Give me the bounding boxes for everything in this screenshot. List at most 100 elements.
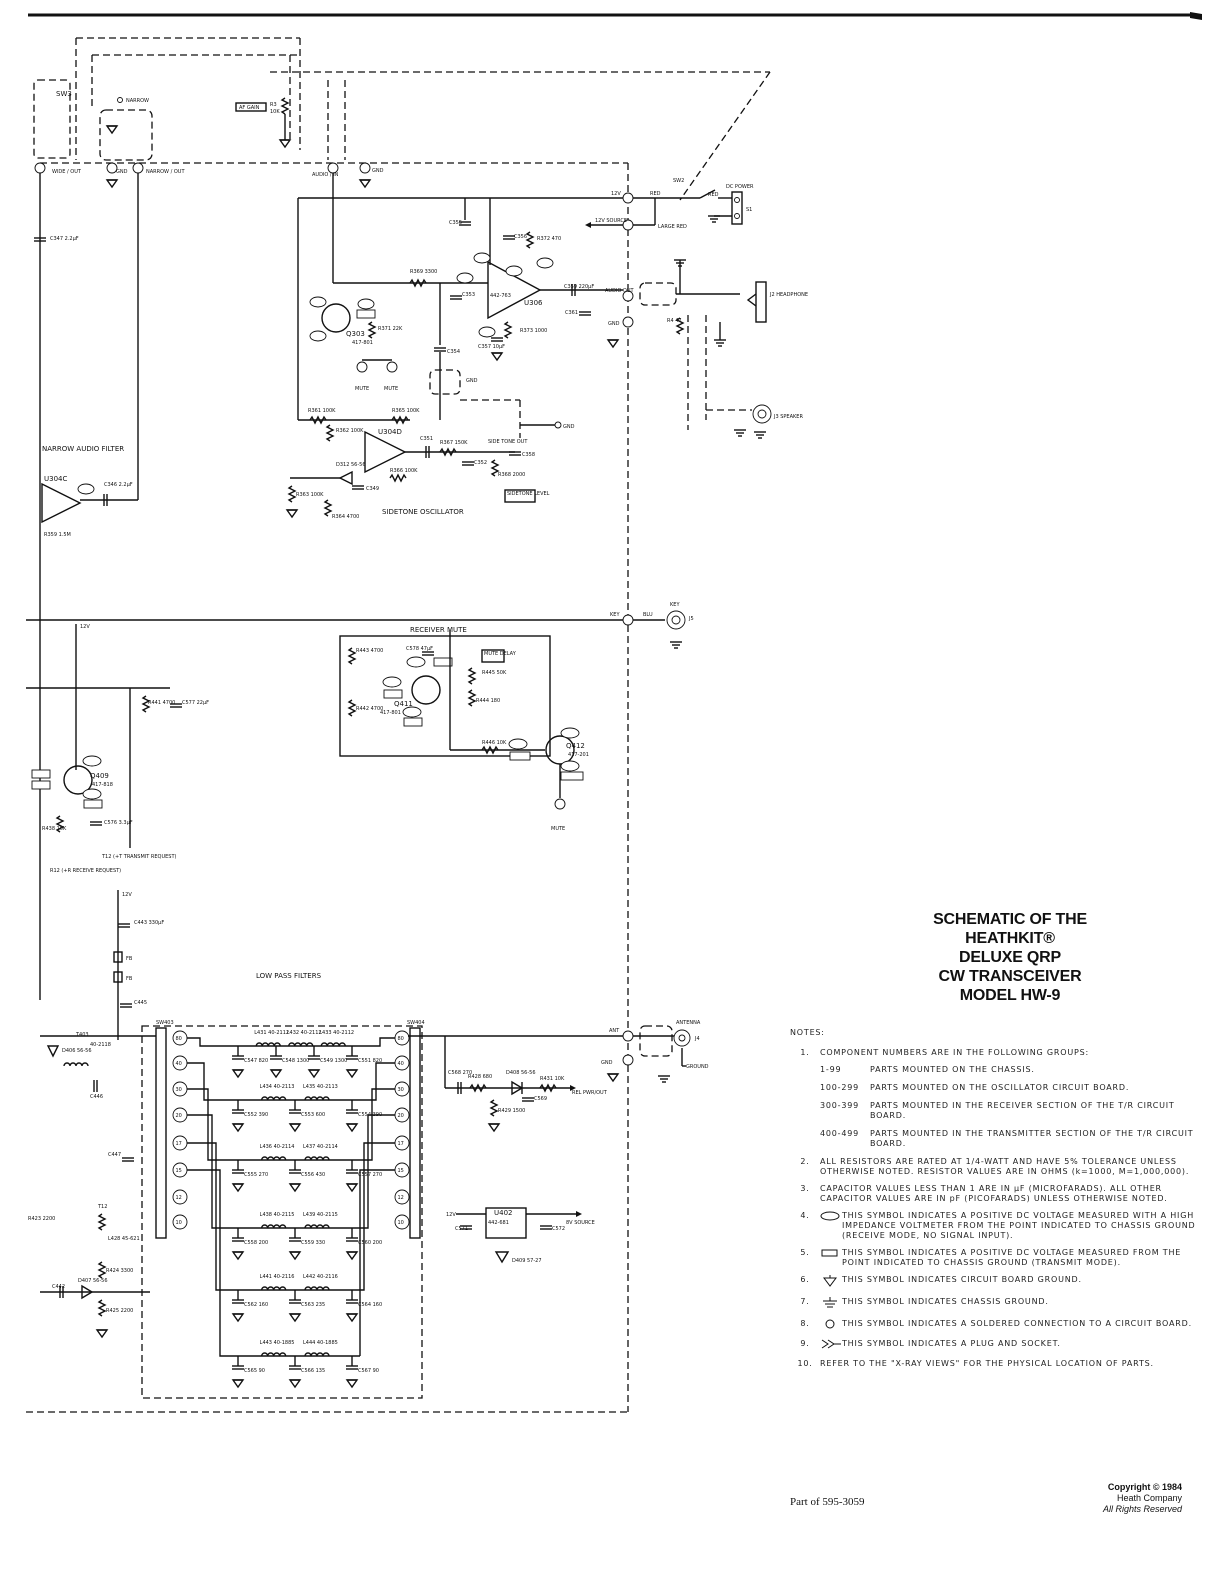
q412-label: Q412: [566, 742, 585, 750]
c572-label: C572: [552, 1226, 565, 1232]
note-number: 6.: [800, 1275, 810, 1284]
note-text: THIS SYMBOL INDICATES A SOLDERED CONNECT…: [842, 1319, 1192, 1328]
capacitor-label: C559 330: [301, 1240, 325, 1246]
r429-label: R429 1500: [498, 1108, 525, 1114]
title-line-5: MODEL HW-9: [959, 987, 1061, 1004]
capacitor-5-2: [345, 1365, 359, 1370]
r359-label: R359 1.5M: [44, 532, 71, 538]
ground-icon: [232, 1379, 244, 1388]
r446-label: R446 10K: [482, 740, 507, 746]
q411-part: 417-801: [380, 710, 401, 716]
sidetone-level-label: SIDETONE LEVEL: [507, 491, 550, 497]
schematic-title: SCHEMATIC OF THE HEATHKIT® DELUXE QRP CW…: [905, 910, 1115, 1005]
8v-source-label: 8V SOURCE: [566, 1220, 595, 1226]
band-label-left-40: 40: [176, 1061, 182, 1067]
ground-icon: [346, 1251, 358, 1260]
note-text: CAPACITOR VALUES LESS THAN 1 ARE IN µF (…: [820, 1184, 1168, 1203]
r363-label: R363 100K: [296, 492, 324, 498]
note-number: 3.: [800, 1184, 810, 1193]
r364-label: R364 4700: [332, 514, 359, 520]
note-text: REFER TO THE "X-RAY VIEWS" FOR THE PHYSI…: [820, 1359, 1154, 1368]
u402-label: U402: [494, 1209, 512, 1217]
capacitor-4-1: [288, 1299, 302, 1304]
note-number: 9.: [800, 1339, 810, 1348]
r365-label: R365 100K: [392, 408, 420, 414]
af-gain-label: AF GAIN: [239, 105, 260, 111]
low-pass-filters-label: LOW PASS FILTERS: [256, 972, 322, 980]
r366-label: R366 100K: [390, 468, 418, 474]
ground-icon: [346, 1313, 358, 1322]
r368-label: R368 2000: [498, 472, 525, 478]
notes-heading: NOTES:: [790, 1028, 825, 1037]
c356-label: C356: [514, 234, 527, 240]
mute-label-1: MUTE: [355, 386, 369, 392]
capacitor-label: C553 600: [301, 1112, 325, 1118]
capacitor-5-1: [288, 1365, 302, 1370]
part-number: Part of 595-3059: [790, 1496, 865, 1508]
r3-value: 10K: [270, 109, 280, 115]
t12-tr-label: T12 (+T TRANSMIT REQUEST): [101, 854, 176, 860]
band-label-right-40: 40: [398, 1061, 404, 1067]
capacitor-label: C566 135: [301, 1368, 325, 1374]
note-7: 7.THIS SYMBOL INDICATES CHASSIS GROUND.: [790, 1297, 1200, 1312]
ground-icon: [232, 1251, 244, 1260]
key-label-2: KEY: [670, 602, 680, 608]
note-number: 8.: [800, 1319, 810, 1328]
sw403-label: SW403: [156, 1020, 174, 1026]
gnd-label-1: GND: [116, 169, 128, 175]
group-text: PARTS MOUNTED ON THE OSCILLATOR CIRCUIT …: [870, 1083, 1130, 1092]
c569-label: C569: [534, 1096, 547, 1102]
c357-label: C357 10µF: [478, 344, 505, 350]
gnd-label-6: GND: [601, 1060, 613, 1066]
band-label-right-12: 12: [398, 1195, 404, 1201]
ground-icon: [232, 1123, 244, 1132]
capacitor-label: C558 200: [244, 1240, 268, 1246]
sidetone-osc-label: SIDETONE OSCILLATOR: [382, 508, 464, 516]
d407-label: D407 56-56: [78, 1278, 108, 1284]
r441-label: R441 4700: [148, 700, 175, 706]
band-terminal-right-12: [394, 1189, 410, 1205]
inductor-label: L437 40-2114: [303, 1144, 338, 1150]
capacitor-5-0: [231, 1365, 245, 1370]
q409-label: Q409: [90, 772, 109, 780]
capacitor-1-0: [231, 1109, 245, 1114]
band-label-right-17: 17: [398, 1141, 404, 1147]
r361-label: R361 100K: [308, 408, 336, 414]
ground-icon: [232, 1183, 244, 1192]
rights-line: All Rights Reserved: [1102, 1504, 1182, 1514]
audio-in-label: AUDIO / IN: [312, 172, 339, 178]
ground-icon: [308, 1069, 320, 1078]
c442-label: C442: [52, 1284, 65, 1290]
d312-label: D312 56-56: [336, 462, 366, 468]
note-text: THIS SYMBOL INDICATES A POSITIVE DC VOLT…: [842, 1211, 1196, 1240]
gnd-label-5: GND: [563, 424, 575, 430]
note-text: THIS SYMBOL INDICATES CIRCUIT BOARD GROU…: [842, 1275, 1082, 1284]
capacitor-label: C555 270: [244, 1172, 268, 1178]
group-text: PARTS MOUNTED IN THE RECEIVER SECTION OF…: [870, 1101, 1175, 1120]
group-text: PARTS MOUNTED IN THE TRANSMITTER SECTION…: [870, 1129, 1194, 1148]
note-8: 8. THIS SYMBOL INDICATES A SOLDERED CONNE…: [790, 1319, 1200, 1332]
rectangle-symbol-icon: [820, 1248, 842, 1268]
note-text: THIS SYMBOL INDICATES A PLUG AND SOCKET.: [842, 1339, 1061, 1348]
r431-label: R431 10K: [540, 1076, 565, 1082]
q303-part: 417-801: [352, 340, 373, 346]
r362-label: R362 100K: [336, 428, 364, 434]
band-label-left-20: 20: [176, 1113, 182, 1119]
group-range: 400-499: [820, 1129, 860, 1138]
ground-icon: [232, 1313, 244, 1322]
inductor-label: L432 40-2112: [287, 1030, 322, 1036]
c353-label: C353: [462, 292, 475, 298]
capacitor-3-1: [288, 1237, 302, 1242]
r3-label: R3: [270, 102, 277, 108]
notes-section: NOTES: 1.COMPONENT NUMBERS ARE IN THE FO…: [790, 1028, 1200, 1376]
note-6: 6. THIS SYMBOL INDICATES CIRCUIT BOARD GR…: [790, 1275, 1200, 1290]
capacitor-label: C565 90: [244, 1368, 265, 1374]
band-label-right-10: 10: [398, 1220, 404, 1226]
note-text: ALL RESISTORS ARE RATED AT 1/4-WATT AND …: [820, 1157, 1190, 1176]
band-terminal-left-10: [172, 1214, 188, 1230]
mute-delay-label: MUTE DELAY: [484, 651, 517, 657]
ground-icon: [289, 1251, 301, 1260]
u304c-label: U304C: [44, 475, 67, 483]
12v-label-2: 12V: [80, 624, 90, 630]
